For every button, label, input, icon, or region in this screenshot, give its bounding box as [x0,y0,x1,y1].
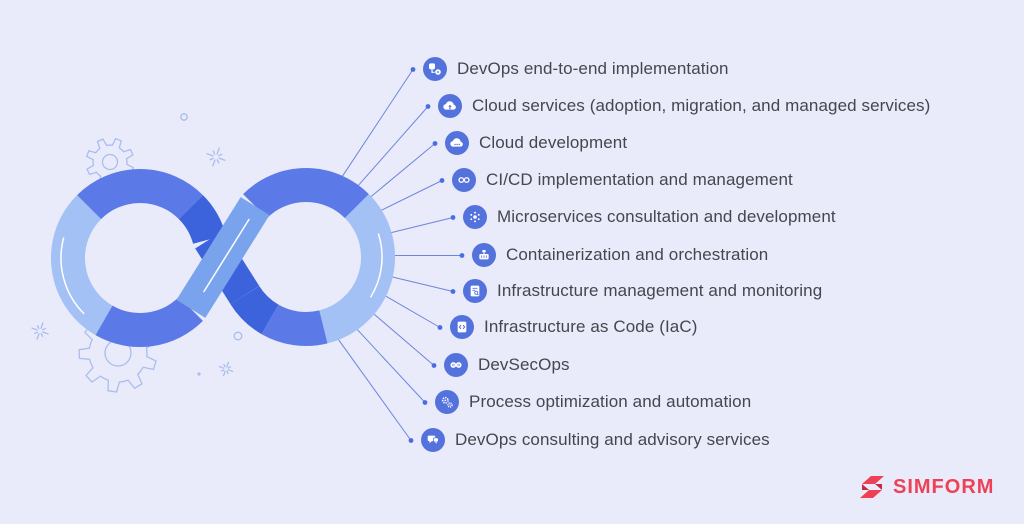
service-item: Containerization and orchestration [472,243,768,267]
devops-workflow-icon [423,57,447,81]
service-label: Containerization and orchestration [506,245,769,264]
sparkle-icon [206,147,226,167]
simform-logo: SIMFORM [856,471,994,503]
service-label: DevOps consulting and advisory services [455,430,770,449]
simform-logo-text: SIMFORM [893,476,995,498]
service-item: Cloud services (adoption, migration, and… [438,94,930,118]
service-label: Process optimization and automation [469,392,752,411]
service-label: Cloud development [479,133,628,152]
service-item: Microservices consultation and developme… [463,205,836,229]
sparkle-icon [218,361,234,377]
cloud-upload-icon [438,94,462,118]
connector-dot [439,178,445,183]
connector-lines [336,67,465,443]
service-label: CI/CD implementation and management [486,170,793,189]
service-label: Microservices consultation and developme… [497,207,836,226]
process-automation-icon [435,390,459,414]
service-item: Cloud development [445,131,627,155]
connector-dot [432,141,438,146]
dot-decoration [197,372,201,376]
connector-dot [450,289,456,294]
connector-dot [437,325,443,330]
service-item: DevOps consulting and advisory services [421,428,770,452]
sparkle-icon [31,322,49,340]
devsecops-icon [444,353,468,377]
infrastructure-monitoring-icon [463,279,487,303]
connector-dot [408,438,414,443]
connector-dot [410,67,416,72]
microservices-icon [463,205,487,229]
service-item: CI/CD implementation and management [452,168,793,192]
circle-decoration [233,331,243,341]
consulting-chat-icon [421,428,445,452]
connector-dot [422,400,428,405]
service-item: DevSecOps [444,353,570,377]
connector-dot [425,104,431,109]
cicd-pipeline-icon [452,168,476,192]
service-item: Infrastructure as Code (IaC) [450,315,698,339]
service-label: Infrastructure as Code (IaC) [484,317,698,336]
service-item: Infrastructure management and monitoring [463,279,822,303]
connector-dot [431,363,437,368]
service-label: DevSecOps [478,355,570,374]
infinity-symbol [51,168,395,347]
connector-dot [450,215,456,220]
service-item: DevOps end-to-end implementation [423,57,729,81]
connector-dot [459,253,465,258]
infrastructure-code-icon [450,315,474,339]
simform-logo-icon [860,476,884,498]
service-label: DevOps end-to-end implementation [457,59,729,78]
cloud-development-icon [445,131,469,155]
circle-decoration [180,113,188,121]
service-label: Cloud services (adoption, migration, and… [472,96,931,115]
service-item: Process optimization and automation [435,390,751,414]
service-label: Infrastructure management and monitoring [497,281,823,300]
container-icon [472,243,496,267]
